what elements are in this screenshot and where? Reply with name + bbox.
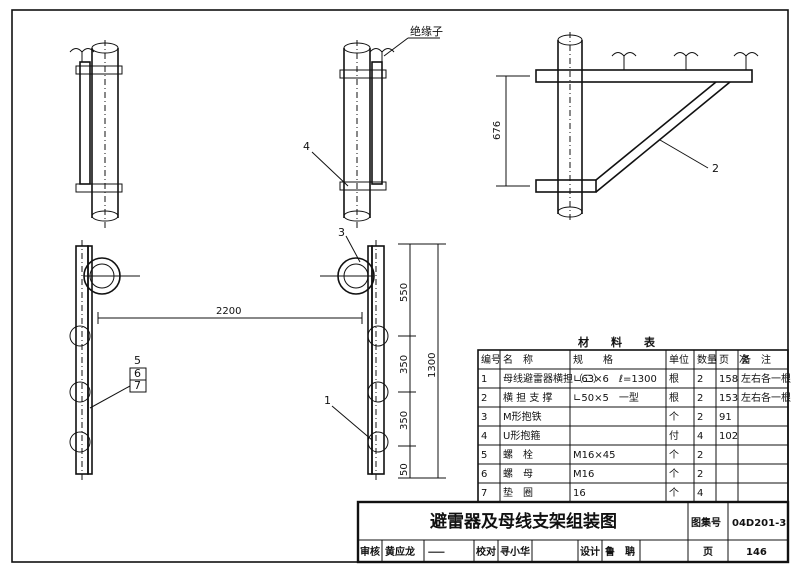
materials-table-cell: 102: [719, 431, 738, 442]
right-plan-view: 3 1: [320, 226, 389, 480]
callout-4: 4: [303, 140, 310, 153]
dim-50: 50: [399, 463, 410, 476]
side-view-crossarm: 676 2: [492, 32, 759, 222]
materials-table-cell: 2: [697, 412, 703, 423]
dim-2200-line: 2200: [97, 306, 363, 324]
page-label: 页: [703, 546, 713, 558]
materials-table-cell: 横 担 支 撑: [503, 391, 553, 404]
review-name: 黄应龙: [385, 545, 415, 558]
check-label: 校对: [476, 545, 496, 558]
materials-table-cell: 1: [481, 374, 487, 385]
drawing-title: 避雷器及母线支架组装图: [430, 511, 617, 532]
materials-table-cell: M16: [573, 469, 594, 480]
right-pole-front-view: 绝缘子 4: [303, 24, 443, 228]
materials-table-cell: 付: [669, 429, 679, 442]
materials-table-cell: 3: [481, 412, 487, 423]
left-plan-view: 5 6 7: [69, 240, 147, 480]
materials-header-cell: 备 注: [741, 353, 771, 366]
materials-table-cell: 垫 圈: [503, 486, 533, 499]
materials-title: 材 料 表: [578, 335, 656, 349]
insulator-symbol: [369, 48, 395, 62]
materials-table-cell: 母线避雷器横担（二）: [503, 372, 603, 385]
materials-table-cell: 螺 栓: [503, 448, 533, 461]
callout-5: 5: [134, 354, 141, 367]
dim-350a: 350: [399, 355, 410, 374]
materials-table-cell: 根: [669, 372, 679, 385]
materials-table-cell: ∟63×6 ℓ=1300: [573, 374, 657, 385]
materials-header-cell: 单位: [669, 353, 689, 366]
insulator-symbol: [611, 52, 759, 70]
dim-350b: 350: [399, 411, 410, 430]
dim-550: 550: [399, 283, 410, 302]
materials-header-cell: 页 次: [719, 353, 749, 366]
title-block: 避雷器及母线支架组装图 图集号 04D201-3 审核 黄应龙 ⸺ 校对 寻小华…: [356, 500, 790, 564]
atlas-number: 04D201-3: [732, 518, 786, 529]
callout-3: 3: [338, 226, 345, 239]
materials-table-cell: M16×45: [573, 450, 615, 461]
materials-table-cell: 153: [719, 393, 738, 404]
materials-table-cell: 4: [697, 488, 703, 499]
dim-1300: 1300: [427, 353, 438, 378]
materials-table-cell: 2: [697, 469, 703, 480]
insulator-label: 绝缘子: [410, 24, 443, 38]
review-label: 审核: [360, 545, 380, 558]
materials-table-cell: 左右各一根: [741, 391, 791, 404]
materials-table-cell: 158: [719, 374, 738, 385]
materials-table-cell: 4: [481, 431, 487, 442]
materials-table-cell: 根: [669, 391, 679, 404]
check-name: 寻小华: [500, 545, 530, 558]
materials-table-cell: 16: [573, 488, 586, 499]
materials-table-cell: 个: [669, 468, 679, 480]
materials-header-cell: 数量: [697, 353, 717, 366]
materials-header-cell: 名 称: [503, 353, 533, 366]
callout-7: 7: [134, 379, 141, 392]
materials-table-cell: 7: [481, 488, 487, 499]
design-label: 设计: [580, 545, 600, 558]
materials-table-cell: U形抱箍: [503, 429, 540, 442]
materials-table-cell: 4: [697, 431, 703, 442]
page-number: 146: [746, 547, 767, 558]
atlas-label: 图集号: [691, 516, 721, 529]
materials-table-cell: 2: [697, 374, 703, 385]
materials-table-cell: 2: [481, 393, 487, 404]
materials-table-cell: 个: [669, 449, 679, 461]
callout-6: 6: [134, 367, 141, 380]
materials-header-cell: 编号: [481, 353, 501, 366]
dim-676: 676: [492, 121, 503, 140]
materials-table-cell: 2: [697, 393, 703, 404]
callout-2: 2: [712, 162, 719, 175]
dim-vertical-chain: 550 350 350 50 1300: [398, 243, 446, 479]
materials-table-cell: 91: [719, 412, 732, 423]
design-name: 鲁 聃: [604, 545, 635, 558]
materials-table-cell: 6: [481, 469, 487, 480]
materials-table-cell: M形抱铁: [503, 410, 542, 423]
left-pole-front-view: [69, 40, 123, 228]
materials-table-cell: 2: [697, 450, 703, 461]
materials-table-cell: ∟50×5 一型: [573, 391, 639, 404]
materials-table-cell: 5: [481, 450, 487, 461]
dim-2200: 2200: [216, 306, 241, 317]
materials-table-cell: 个: [669, 487, 679, 499]
materials-header-cell: 规 格: [573, 353, 613, 366]
materials-table: 材 料 表 编号名 称 规 格 单位数量页 次备 注 1 母线避雷器横担（二）∟63×6…: [477, 335, 791, 503]
materials-table-cell: 螺 母: [503, 468, 533, 480]
insulator-symbol: [69, 48, 95, 62]
materials-table-cell: 左右各一根: [741, 372, 791, 385]
materials-table-cell: 个: [669, 411, 679, 423]
review-signature: ⸺: [428, 547, 445, 558]
callout-1: 1: [324, 394, 331, 407]
